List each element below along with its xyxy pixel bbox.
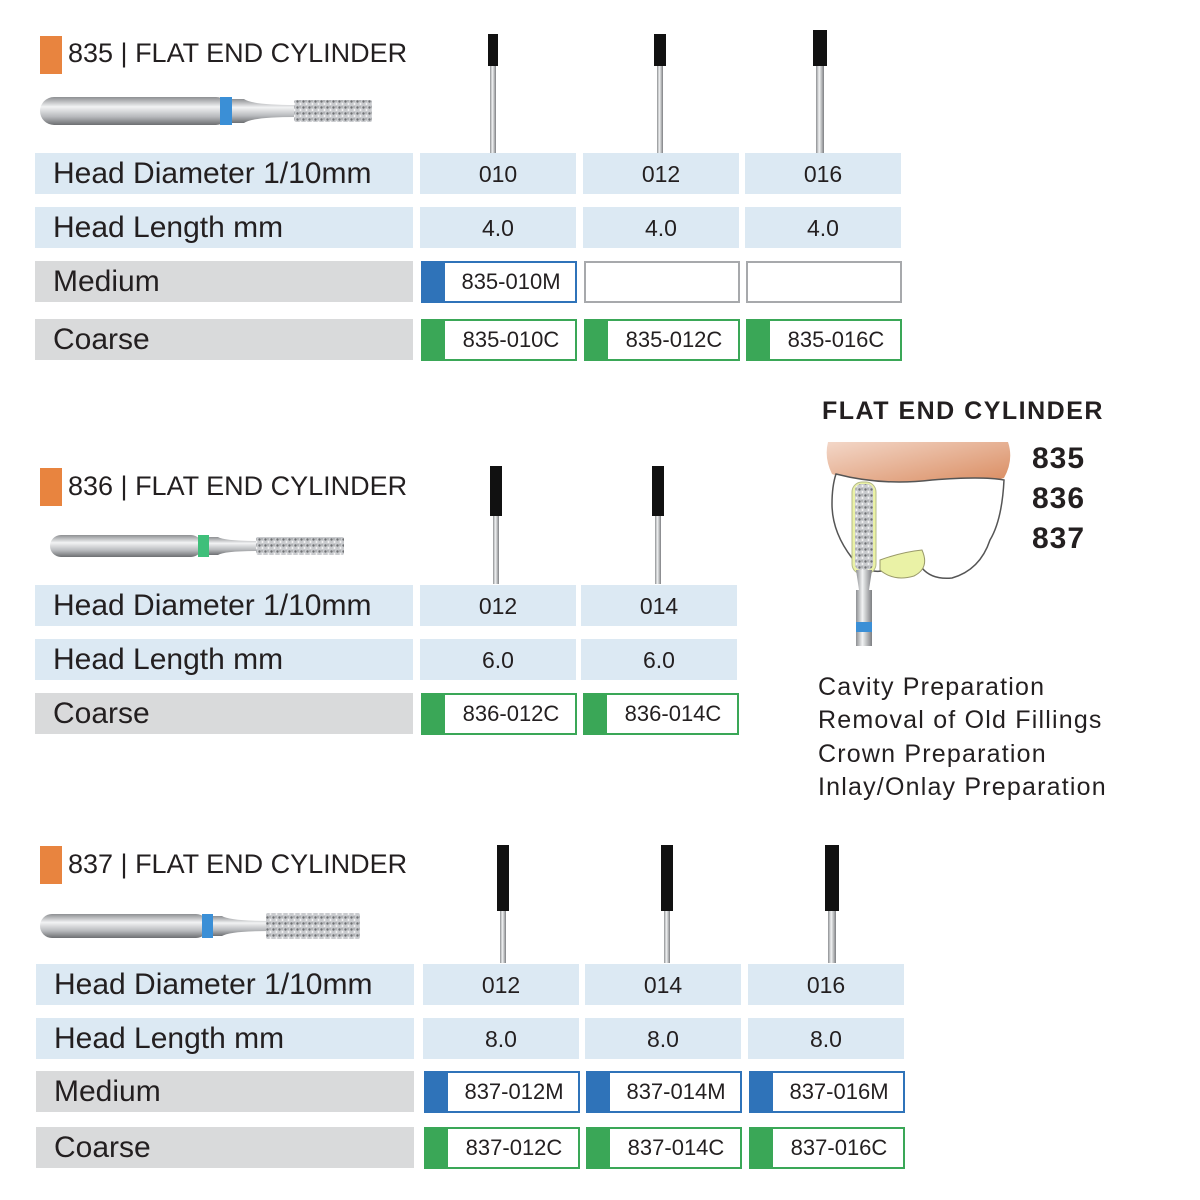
head-length-value: 8.0 xyxy=(748,1018,904,1059)
bur-silhouette-icon xyxy=(652,466,664,584)
tooth-illustration xyxy=(826,442,1011,646)
head-length-label: Head Length mm xyxy=(35,207,413,248)
head-diameter-label: Head Diameter 1/10mm xyxy=(35,153,413,194)
head-length-value: 8.0 xyxy=(585,1018,741,1059)
use-case-text: Crown Preparation xyxy=(818,740,1047,768)
product-code-coarse[interactable]: 837-014C xyxy=(586,1127,742,1169)
medium-label: Medium xyxy=(36,1071,414,1112)
sidebar-title: FLAT END CYLINDER xyxy=(822,397,1104,425)
bur-silhouette-icon xyxy=(654,34,666,154)
coarse-label: Coarse xyxy=(36,1127,414,1168)
product-code-coarse[interactable]: 835-010C xyxy=(421,319,577,361)
product-code-coarse[interactable]: 835-016C xyxy=(746,319,902,361)
head-length-value: 4.0 xyxy=(745,207,901,248)
section-835-swatch xyxy=(40,36,62,74)
use-case-text: Inlay/Onlay Preparation xyxy=(818,773,1107,801)
bur-silhouette-icon xyxy=(813,30,827,154)
head-length-value: 8.0 xyxy=(423,1018,579,1059)
head-length-value: 6.0 xyxy=(420,639,576,680)
medium-label: Medium xyxy=(35,261,413,302)
use-case-text: Removal of Old Fillings xyxy=(818,706,1103,734)
head-diameter-value: 012 xyxy=(420,585,576,626)
head-length-value: 4.0 xyxy=(583,207,739,248)
head-diameter-value: 012 xyxy=(423,964,579,1005)
sidebar-number: 835 xyxy=(1032,442,1086,475)
product-code-empty xyxy=(746,261,902,303)
head-length-label: Head Length mm xyxy=(35,639,413,680)
head-diameter-value: 016 xyxy=(745,153,901,194)
section-836-swatch xyxy=(40,468,62,506)
head-diameter-label: Head Diameter 1/10mm xyxy=(36,964,414,1005)
product-code-empty xyxy=(584,261,740,303)
bur-side-view xyxy=(40,913,360,939)
product-code-medium[interactable]: 835-010M xyxy=(421,261,577,303)
section-837-swatch xyxy=(40,846,62,884)
head-diameter-label: Head Diameter 1/10mm xyxy=(35,585,413,626)
bur-side-view xyxy=(50,535,344,557)
use-case-text: Cavity Preparation xyxy=(818,673,1046,701)
head-length-value: 4.0 xyxy=(420,207,576,248)
product-code-medium[interactable]: 837-016M xyxy=(749,1071,905,1113)
head-diameter-value: 014 xyxy=(585,964,741,1005)
sidebar-number: 836 xyxy=(1032,482,1086,515)
product-code-coarse[interactable]: 837-012C xyxy=(424,1127,580,1169)
bur-silhouette-icon xyxy=(825,845,839,963)
product-code-medium[interactable]: 837-014M xyxy=(586,1071,742,1113)
head-diameter-value: 012 xyxy=(583,153,739,194)
sidebar-number: 837 xyxy=(1032,522,1086,555)
bur-side-view xyxy=(40,97,372,125)
coarse-label: Coarse xyxy=(35,319,413,360)
head-length-value: 6.0 xyxy=(581,639,737,680)
product-code-medium[interactable]: 837-012M xyxy=(424,1071,580,1113)
product-code-coarse[interactable]: 835-012C xyxy=(584,319,740,361)
bur-silhouette-icon xyxy=(661,845,673,963)
bur-silhouette-icon xyxy=(497,845,509,963)
product-code-coarse[interactable]: 836-012C xyxy=(421,693,577,735)
head-diameter-value: 010 xyxy=(420,153,576,194)
bur-silhouette-icon xyxy=(490,466,502,584)
head-diameter-value: 016 xyxy=(748,964,904,1005)
section-835-title: 835 | FLAT END CYLINDER xyxy=(68,38,408,68)
section-836-title: 836 | FLAT END CYLINDER xyxy=(68,471,408,501)
head-diameter-value: 014 xyxy=(581,585,737,626)
head-length-label: Head Length mm xyxy=(36,1018,414,1059)
product-code-coarse[interactable]: 836-014C xyxy=(583,693,739,735)
coarse-label: Coarse xyxy=(35,693,413,734)
bur-silhouette-icon xyxy=(488,34,498,154)
product-code-coarse[interactable]: 837-016C xyxy=(749,1127,905,1169)
section-837-title: 837 | FLAT END CYLINDER xyxy=(68,849,408,879)
